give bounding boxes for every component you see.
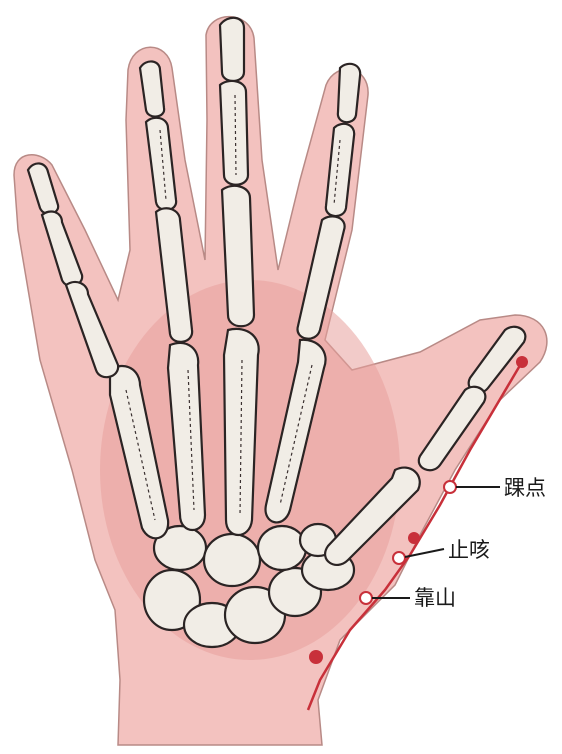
acupoint-marker-zhike — [393, 552, 405, 564]
acupoint-marker-kaoshan — [360, 592, 372, 604]
point-label-kaoshan: 靠山 — [414, 588, 456, 609]
point-label-huaidian: 踝点 — [504, 478, 546, 499]
point-label-zhike: 止咳 — [448, 540, 490, 561]
meridian-dot-top — [516, 356, 528, 368]
meridian-dot-mid — [408, 532, 420, 544]
meridian-dot-bottom — [309, 650, 323, 664]
acupoint-marker-huaidian — [444, 481, 456, 493]
